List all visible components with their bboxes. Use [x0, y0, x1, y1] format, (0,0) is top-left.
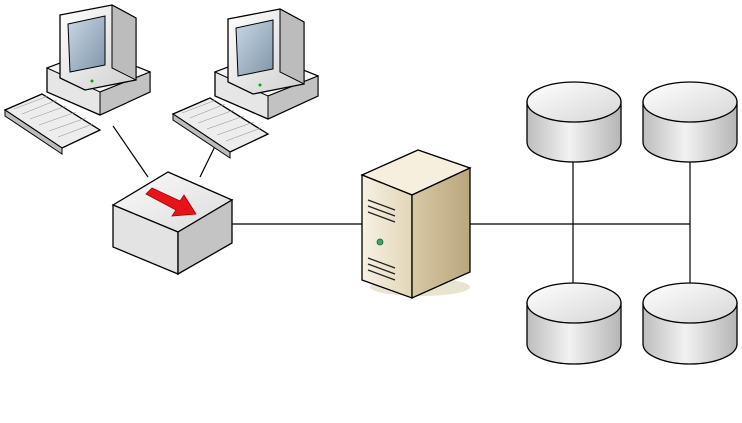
server-side — [411, 166, 471, 300]
server-front — [361, 174, 413, 299]
tower-server — [360, 149, 472, 300]
storage-array — [526, 81, 738, 365]
network-switch — [111, 171, 234, 276]
disk-top-left — [526, 81, 622, 163]
switch-arrow-icon — [145, 187, 197, 217]
disk-bottom-right — [642, 282, 738, 365]
link-workstation-1-to-switch — [112, 125, 149, 178]
monitor-screen — [235, 19, 274, 77]
workstation-1 — [3, 4, 152, 155]
power-led-icon — [376, 238, 384, 246]
drive-bays — [367, 199, 396, 281]
disk-bottom-left — [526, 282, 622, 365]
workstation-2 — [171, 8, 320, 159]
switch-front-right — [177, 198, 233, 276]
disk-top-right — [642, 81, 738, 163]
monitor-screen — [67, 15, 106, 73]
